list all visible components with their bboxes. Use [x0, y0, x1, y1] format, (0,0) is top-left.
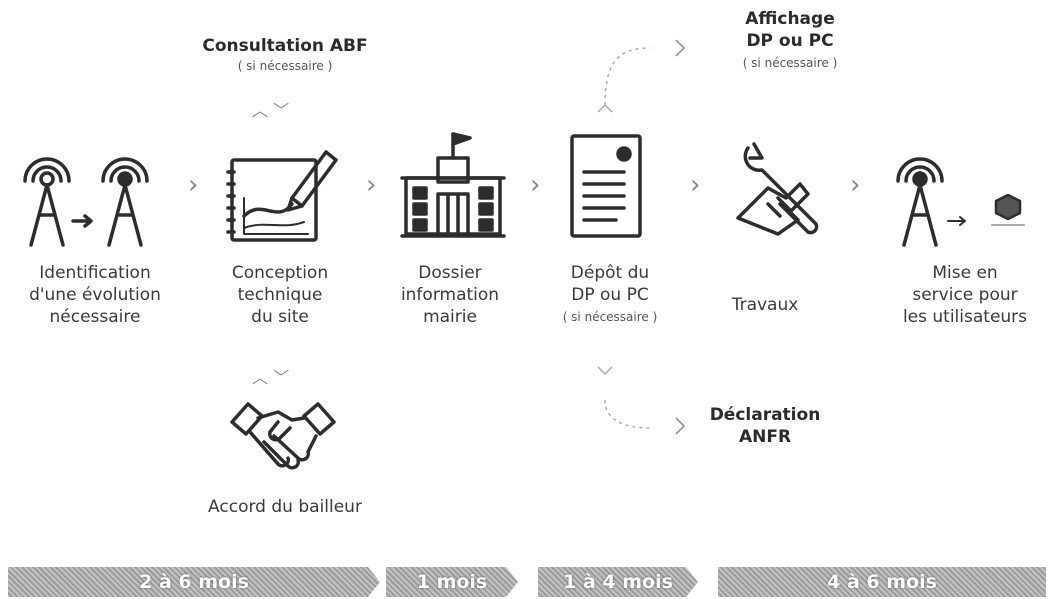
timeline-segment-3: 1 à 4 mois — [538, 567, 698, 597]
connector-up-chevron — [675, 39, 686, 57]
wrench-hand-icon — [728, 138, 828, 238]
timeline-segment-4: 4 à 6 mois — [718, 567, 1046, 597]
step-5-line-1: Travaux — [731, 295, 799, 315]
handshake-icon — [228, 392, 338, 482]
step-identification-label: Identification d'une évolution nécessair… — [0, 262, 190, 328]
flow-chevron-1: › — [188, 170, 199, 200]
flow-chevron-5: › — [850, 170, 861, 200]
connector-up — [604, 47, 651, 106]
step-4-line-2: DP ou PC — [571, 285, 649, 305]
affichage-note: ( si nécessaire ) — [742, 56, 838, 70]
step-mise-en-service-label: Mise en service pour les utilisateurs — [880, 262, 1050, 328]
up-down-arrows-abf: ︿ ﹀ — [252, 101, 290, 120]
town-hall-icon — [398, 128, 508, 243]
flow-chevron-2: › — [366, 170, 377, 200]
document-icon — [568, 132, 648, 242]
connector-down-chevron — [675, 417, 686, 435]
affichage-block: Affichage DP ou PC ( si nécessaire ) — [700, 8, 880, 74]
step-dossier-label: Dossier information mairie — [375, 262, 525, 328]
timeline-segment-2: 1 mois — [386, 567, 518, 597]
declaration-line-2: ANFR — [738, 427, 792, 447]
step-2-line-2: technique — [237, 285, 323, 305]
step-1-line-1: Identification — [39, 263, 151, 283]
antenna-to-antenna-icon — [15, 143, 175, 253]
antenna-to-box-icon — [888, 143, 1048, 253]
connector-up-tick — [597, 103, 613, 113]
affichage-line-2: DP ou PC — [746, 31, 834, 51]
step-conception-label: Conception technique du site — [195, 262, 365, 328]
step-2-line-1: Conception — [231, 263, 329, 283]
step-6-line-1: Mise en — [932, 263, 998, 283]
accord-label: Accord du bailleur — [208, 497, 362, 517]
flow-chevron-3: › — [530, 170, 541, 200]
declaration-line-1: Déclaration — [709, 405, 821, 425]
step-2-line-3: du site — [251, 307, 309, 327]
step-1-line-3: nécessaire — [49, 307, 141, 327]
flow-chevron-4: › — [690, 170, 701, 200]
abf-note: ( si nécessaire ) — [237, 59, 333, 73]
affichage-line-1: Affichage — [745, 9, 835, 29]
abf-title: Consultation ABF — [202, 36, 368, 56]
step-3-line-3: mairie — [423, 307, 477, 327]
abf-consultation: Consultation ABF ( si nécessaire ) — [165, 36, 405, 76]
step-3-line-1: Dossier — [418, 263, 482, 283]
depot-connectors — [597, 39, 686, 435]
connector-down-tick — [597, 366, 613, 376]
step-3-line-2: information — [400, 285, 500, 305]
step-4-line-1: Dépôt du — [570, 263, 650, 283]
up-down-arrows-accord: ︿ ﹀ — [252, 368, 290, 387]
step-6-line-2: service pour — [912, 285, 1018, 305]
step-4-note: ( si nécessaire ) — [562, 310, 658, 324]
step-1-line-2: d'une évolution — [29, 285, 161, 305]
connector-down — [604, 399, 651, 429]
declaration-block: Déclaration ANFR — [690, 404, 840, 448]
step-6-line-3: les utilisateurs — [902, 307, 1028, 327]
step-travaux-label: Travaux — [700, 294, 830, 316]
step-depot-label: Dépôt du DP ou PC ( si nécessaire ) — [535, 262, 685, 328]
timeline-segment-1: 2 à 6 mois — [8, 567, 380, 597]
drawing-tablet-icon — [222, 138, 342, 248]
